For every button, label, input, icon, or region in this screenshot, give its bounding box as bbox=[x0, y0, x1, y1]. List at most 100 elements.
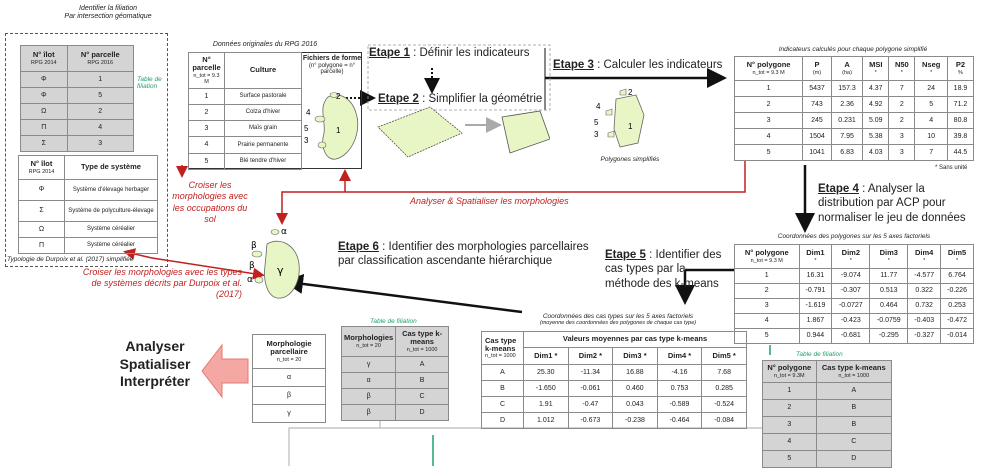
ind-h2: A(ha) bbox=[830, 56, 864, 81]
left-dashed-frame bbox=[5, 33, 168, 267]
ind-h4: N50* bbox=[888, 56, 916, 81]
step1-box bbox=[367, 44, 551, 111]
step6-label: Etape 6 : Identifier des morphologies pa… bbox=[338, 241, 589, 268]
step5-label: Etape 5 : Identifier des cas types par l… bbox=[605, 249, 722, 290]
filiation-subtitle: Par intersection géomatique bbox=[64, 13, 152, 21]
simplification-shapes bbox=[377, 106, 550, 158]
filiation-title: Identifier la filiation Par intersection… bbox=[48, 5, 168, 21]
indicators-note: * Sans unité bbox=[935, 165, 968, 171]
svg-text:1: 1 bbox=[628, 122, 633, 131]
ct-dim2: Dim2 * bbox=[567, 347, 614, 365]
indicators-title: Indicateurs calculés pour chaque polygon… bbox=[778, 46, 928, 53]
arrow-step6 bbox=[283, 273, 523, 314]
kmeans-fil-label: Table de filiation bbox=[796, 351, 843, 358]
svg-text:1: 1 bbox=[336, 126, 341, 135]
pca-h3: Dim3* bbox=[869, 244, 909, 269]
svg-text:4: 4 bbox=[306, 108, 311, 117]
rpg-header-culture: Culture bbox=[224, 52, 302, 89]
step3-label: Etape 3 : Calculer les indicateurs bbox=[553, 59, 723, 71]
map-label: 2 bbox=[336, 92, 341, 101]
ind-h3: MSI* bbox=[862, 56, 890, 81]
filiation-side-label: Table de filiation bbox=[137, 76, 162, 91]
pca-h2: Dim2* bbox=[831, 244, 871, 269]
red-analyser-loop bbox=[276, 160, 746, 225]
ind-h5: Nseg* bbox=[914, 56, 948, 81]
casetypes-title: Coordonnées des cas types sur les 5 axes… bbox=[498, 313, 738, 327]
red-label-croiser-sys: Croiser les morphologies avec les types … bbox=[82, 267, 242, 299]
red-croiser-sys bbox=[151, 257, 265, 280]
rpg-parcel-map: 2 4 5 3 1 bbox=[304, 92, 359, 160]
pca-h1: Dim1* bbox=[798, 244, 833, 269]
systems-header-type: Type de système bbox=[64, 155, 158, 180]
ct-dim3: Dim3 * bbox=[612, 347, 658, 365]
final-interpreter: Interpréter bbox=[119, 373, 191, 389]
ind-h1: P(m) bbox=[802, 56, 832, 81]
svg-text:3: 3 bbox=[594, 130, 599, 139]
ct-dim5: Dim5 * bbox=[701, 347, 747, 365]
map-greek: α bbox=[281, 227, 287, 237]
systems-caption: Typologie de Durpoix et al. (2017) simpl… bbox=[7, 256, 134, 263]
rpg-header-shapefile: Fichiers de forme (n° polygone = n° parc… bbox=[302, 55, 362, 76]
ind-h6: P2% bbox=[946, 56, 975, 81]
filiation-title-text: Identifier la filiation bbox=[79, 5, 137, 12]
svg-text:γ: γ bbox=[277, 264, 284, 277]
svg-text:5: 5 bbox=[594, 118, 599, 127]
pca-h4: Dim4* bbox=[907, 244, 942, 269]
simplified-polygons: 2 4 5 3 1 bbox=[594, 88, 645, 148]
pink-arrow-icon bbox=[201, 343, 249, 399]
step1-label: Etape 1 : Définir les indicateurs bbox=[369, 47, 530, 59]
svg-text:β: β bbox=[249, 261, 255, 271]
ct-dim1: Dim1 * bbox=[523, 347, 569, 365]
casetypes-title-text: Coordonnées des cas types sur les 5 axes… bbox=[542, 313, 694, 320]
step4-label: Etape 4 : Analyser la distribution par A… bbox=[818, 183, 966, 224]
svg-text:β: β bbox=[251, 241, 257, 251]
svg-text:4: 4 bbox=[596, 102, 601, 111]
svg-text:3: 3 bbox=[304, 136, 309, 145]
simplified-caption: Polygones simplifiés bbox=[600, 156, 660, 163]
casetypes-subtitle: (moyenne des coordonnées des polygones d… bbox=[539, 320, 697, 327]
ct-group: Valeurs moyennes par cas type k-means bbox=[523, 331, 747, 348]
